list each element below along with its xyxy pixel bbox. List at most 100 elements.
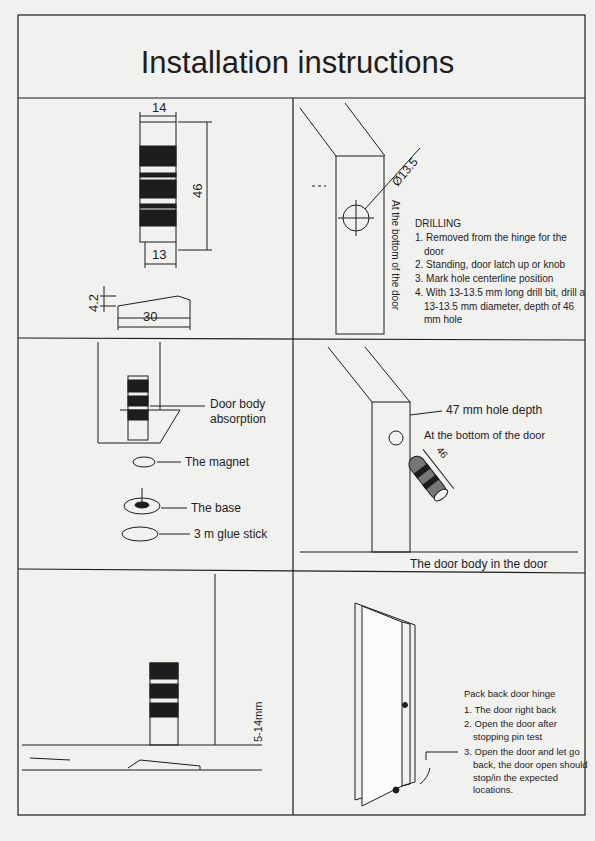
line-art [336,156,384,334]
line-art [140,173,176,177]
label-text: 13 [152,247,166,263]
base-dimension-view [100,286,190,330]
installed-side-view [22,574,262,770]
line-art [190,318,191,330]
line-art [432,487,450,503]
line-art [157,462,181,463]
line-art [140,146,176,166]
line-art [410,411,442,415]
line-art [420,768,430,784]
line-art [207,122,208,250]
label-text: 4. With 13-13.5 mm long drill bit, drill… [415,286,589,327]
line-art [161,508,187,509]
door-edge-drilling [300,103,420,334]
label-text: Door body absorption [210,397,295,427]
label-text: 46 [433,444,450,461]
label-text: 14 [152,100,166,116]
sheet-title: Installation instructions [0,44,595,81]
line-art [140,180,176,198]
line-art [104,286,105,312]
line-art [150,406,205,407]
label-text: 2. Open the door after stopping pin test [464,718,591,744]
line-art [150,663,178,745]
label-text: 3. Open the door and let go back, the do… [464,746,591,797]
label-text: The magnet [185,455,249,470]
line-art [128,396,148,406]
line-art [22,745,262,746]
label-text: DRILLING [415,217,461,231]
line-art [312,186,326,187]
line-art [140,116,176,117]
line-art [356,200,357,236]
label-text: Pack back door hinge [464,688,582,701]
line-art [133,457,155,467]
label-text: 3. Mark hole centerline position [415,272,589,286]
panel-frame [18,15,585,815]
line-art [414,464,430,478]
line-art [160,342,161,410]
line-art [345,103,385,156]
line-art [140,112,141,122]
label-text: At the bottom of the door [424,429,545,443]
line-art [215,574,216,745]
door-hole-view [300,347,578,552]
line-art [98,410,180,443]
door-test-view [355,603,458,806]
line-art [122,527,158,541]
line-art [30,758,70,760]
line-art [426,752,427,760]
line-art [100,296,116,297]
label-text: The base [191,501,241,516]
line-art [393,787,399,793]
line-art [118,327,190,328]
line-art [328,347,372,402]
line-art [372,402,410,552]
line-art [140,204,176,208]
label-text: 46 [190,184,206,198]
line-art [159,534,190,535]
label-text: Ø13.5 [389,155,422,190]
line-art [365,347,410,402]
line-art [150,684,178,698]
label-text: 1. The door right back [464,704,591,717]
line-art [140,122,176,242]
label-text: 3 m glue stick [194,527,267,542]
label-text: 4.2 [86,294,102,312]
line-art [292,98,293,815]
line-art [406,453,449,502]
label-text: At the bottom of the door [389,200,403,310]
line-art [300,108,336,156]
line-art [18,338,585,340]
label-text: 5-14mm [252,702,266,742]
line-art [426,752,458,753]
label-text: The door body in the door [410,557,547,572]
label-text: 30 [143,309,157,325]
line-art [150,703,178,717]
label-text: 47 mm hole depth [446,403,542,418]
line-art [150,663,178,679]
parts-exploded-view [98,342,205,541]
line-art [128,760,200,770]
line-art [403,703,408,708]
line-art [142,488,143,503]
magnet-dimension-view [140,112,212,268]
line-art [140,210,176,226]
line-art [300,552,578,553]
line-art [18,15,585,815]
line-art [98,342,99,443]
label-text: 1. Removed from the hinge for the door [415,231,589,258]
label-text: 2. Standing, door latch up or knob [415,258,589,272]
line-art [128,376,148,440]
line-art [402,622,410,786]
line-art [128,410,148,420]
line-art [118,318,119,330]
line-art [145,264,176,265]
line-art [22,770,262,771]
line-art [406,449,455,503]
line-art [423,475,439,489]
line-art [100,306,116,307]
line-art [176,112,177,122]
line-art [362,606,402,806]
line-art [18,97,585,98]
